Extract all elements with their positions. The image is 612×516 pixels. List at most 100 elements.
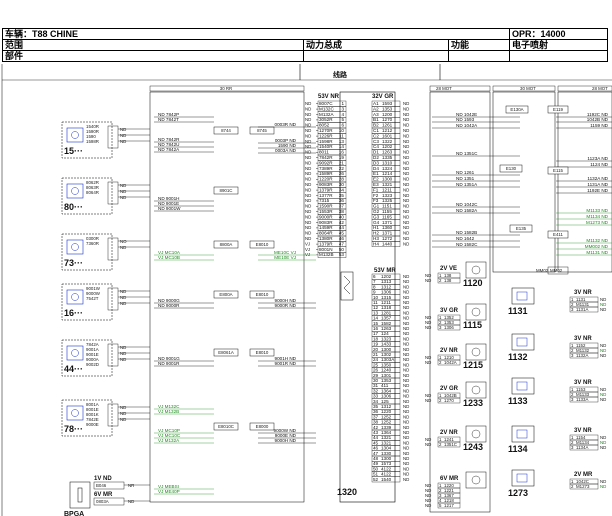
mr-connector-pin: 49 <box>373 461 379 466</box>
mr-connector-pin: 25 <box>373 362 379 367</box>
right-wire-label: ND 1593 <box>456 117 475 122</box>
sensor-frame <box>511 425 535 443</box>
grey-connector-wire-color: ND <box>403 160 409 165</box>
sensor-icon <box>516 381 528 391</box>
left-splice-box <box>213 240 239 249</box>
main-connector-code: 1540R <box>319 144 333 149</box>
main-connector-code: 1379R <box>319 187 333 192</box>
sensor-pin: 1 <box>571 343 574 348</box>
component-icon <box>66 127 84 143</box>
mr-connector-wire-color: ND <box>403 414 409 419</box>
far-right-wire-label: M1134 ND <box>586 214 608 219</box>
sensor-line-code: 1154 <box>576 435 586 440</box>
grey-connector-pin: D3 <box>373 160 379 165</box>
mr-connector-pin: 31 <box>373 383 379 388</box>
main-connector-code: 9092R <box>319 160 333 165</box>
mr-connector-code: 1364 <box>381 430 392 435</box>
main-connector-wire-color: ND <box>305 214 311 219</box>
main-connector-wire-color: ND <box>305 204 311 209</box>
main-connector-code: 9083R <box>319 220 333 225</box>
connector-pin: 2 <box>439 442 442 447</box>
mr-connector-wire-color: ND <box>403 300 409 305</box>
main-connector-pin: 10 <box>339 128 345 133</box>
main-connector-pin: 50 <box>339 247 345 252</box>
mr-connector-code: 1318 <box>381 305 392 310</box>
main-connector-wire-color: VJ <box>305 247 310 252</box>
main-connector-code: M132B <box>319 252 334 257</box>
main-connector-code: 1553R <box>319 209 333 214</box>
svg-text:30 MOT: 30 MOT <box>520 86 536 91</box>
right-splice-box <box>505 105 529 114</box>
mr-connector-pin: 45 <box>373 440 379 445</box>
grey-connector-wire-color: ND <box>403 241 409 246</box>
grey-connector-wire-color: ND <box>403 187 409 192</box>
main-connector-code: M132C <box>319 106 334 111</box>
sensor-pin: 2 <box>571 348 574 353</box>
mr-connector-pin: 14 <box>373 316 379 321</box>
grey-connector-wire-color: ND <box>403 128 409 133</box>
left-wire-label: ND 9001E <box>158 201 179 206</box>
grey-connector-code: 1371 <box>382 231 393 236</box>
far-right-wire-label: 1123A ND <box>587 156 608 161</box>
connector-spec: 3V GR <box>440 308 459 314</box>
main-connector-code: 8011 <box>319 150 329 155</box>
component-pin-code: 8001E <box>86 407 99 412</box>
far-right-splice-code: E115 <box>553 168 563 173</box>
component-wire-color: ND <box>120 405 126 410</box>
connector-wire-color: ND <box>425 393 431 398</box>
far-right-wire-label: 1131A ND <box>587 182 608 187</box>
grey-connector-code: 1601 <box>382 133 393 138</box>
main-connector-pin: 1 <box>341 101 344 106</box>
main-connector-code: 1379R <box>319 241 333 246</box>
svg-text:MM02: MM02 <box>536 268 549 273</box>
main-connector-pin: 42 <box>339 220 345 225</box>
mr-connector-code: 1312 <box>381 404 392 409</box>
connector-pin: 1 <box>439 273 442 278</box>
connector-pin: 5 <box>439 503 442 508</box>
component-wire-color: ND <box>120 245 126 250</box>
left-splice-box <box>213 126 239 135</box>
grey-connector-pin: G1 <box>373 204 380 209</box>
component-pin-code: 9000A <box>86 357 99 362</box>
connector-code-label: 1243 <box>463 442 483 452</box>
sensor-wire-color: ND <box>600 343 606 348</box>
sensor-wire-color: ND <box>600 307 606 312</box>
mr-connector-pin: 17 <box>373 331 379 336</box>
main-connector-pin: 35 <box>339 193 345 198</box>
grey-connector-pin: D4 <box>373 166 379 171</box>
connector-wire-color: ND <box>425 437 431 442</box>
mid-wire-label: 9000R ND <box>275 303 297 308</box>
connector-icon <box>465 425 487 443</box>
grey-connector-code: 1151 <box>382 204 392 209</box>
mid-wire-label: 9000E ND <box>275 433 297 438</box>
main-connector-code: 3052R <box>319 117 333 122</box>
mr-connector-code: 1202 <box>381 274 392 279</box>
mr-connector-pin: 20 <box>373 347 379 352</box>
grey-connector-code: 1211 <box>382 187 392 192</box>
sensor-line-code: 1133A <box>576 397 588 402</box>
svg-text:28 MOT: 28 MOT <box>592 86 608 91</box>
mr-connector-code: 1220 <box>381 409 392 414</box>
mr-connector-code: 1300 <box>381 456 392 461</box>
main-connector-wire-color: ND <box>305 101 311 106</box>
right-wire-label: ND 1351C <box>456 151 478 156</box>
main-connector-pin: 19 <box>339 155 345 160</box>
grey-connector-pin: H2 <box>373 231 379 236</box>
connector-code: 1220 <box>444 483 454 488</box>
main-connector-wire-color: VJ <box>305 252 310 257</box>
sensor-code: 1131 <box>508 306 528 316</box>
component-pin-code: 1590R <box>86 129 99 134</box>
svg-text:MM02: MM02 <box>550 268 563 273</box>
component-pin-code: 9001W <box>86 286 101 291</box>
mr-connector-wire-color: ND <box>403 425 409 430</box>
mr-connector-wire-color: ND <box>403 326 409 331</box>
component-wire-color: ND <box>120 301 126 306</box>
left-splice-code: E8061A <box>218 350 234 355</box>
connector-wire-color: ND <box>425 442 431 447</box>
component-wire-color: ND <box>120 345 126 350</box>
mr-connector-code: 1321 <box>381 440 392 445</box>
